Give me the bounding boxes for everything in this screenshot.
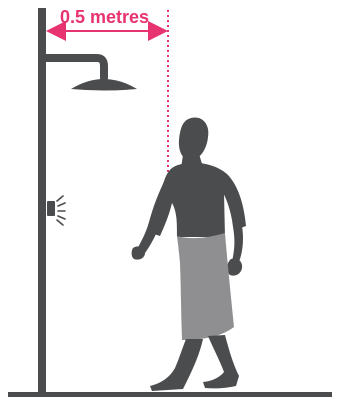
- person-right-leg: [203, 335, 239, 388]
- sensor-signal-lines: [57, 196, 65, 225]
- shower-arm: [46, 58, 104, 78]
- walking-person-icon: [132, 117, 246, 391]
- shower-pole: [38, 8, 46, 394]
- person-head: [179, 117, 208, 160]
- towel-wrap-icon: [177, 233, 234, 340]
- floor-line: [8, 392, 332, 397]
- person-left-leg: [150, 339, 203, 391]
- person-front-hand: [227, 258, 242, 275]
- person-back-arm: [136, 176, 175, 257]
- shower-head-icon: [71, 79, 137, 91]
- measurement-label: 0.5 metres: [60, 7, 149, 27]
- motion-sensor-icon: [47, 201, 55, 216]
